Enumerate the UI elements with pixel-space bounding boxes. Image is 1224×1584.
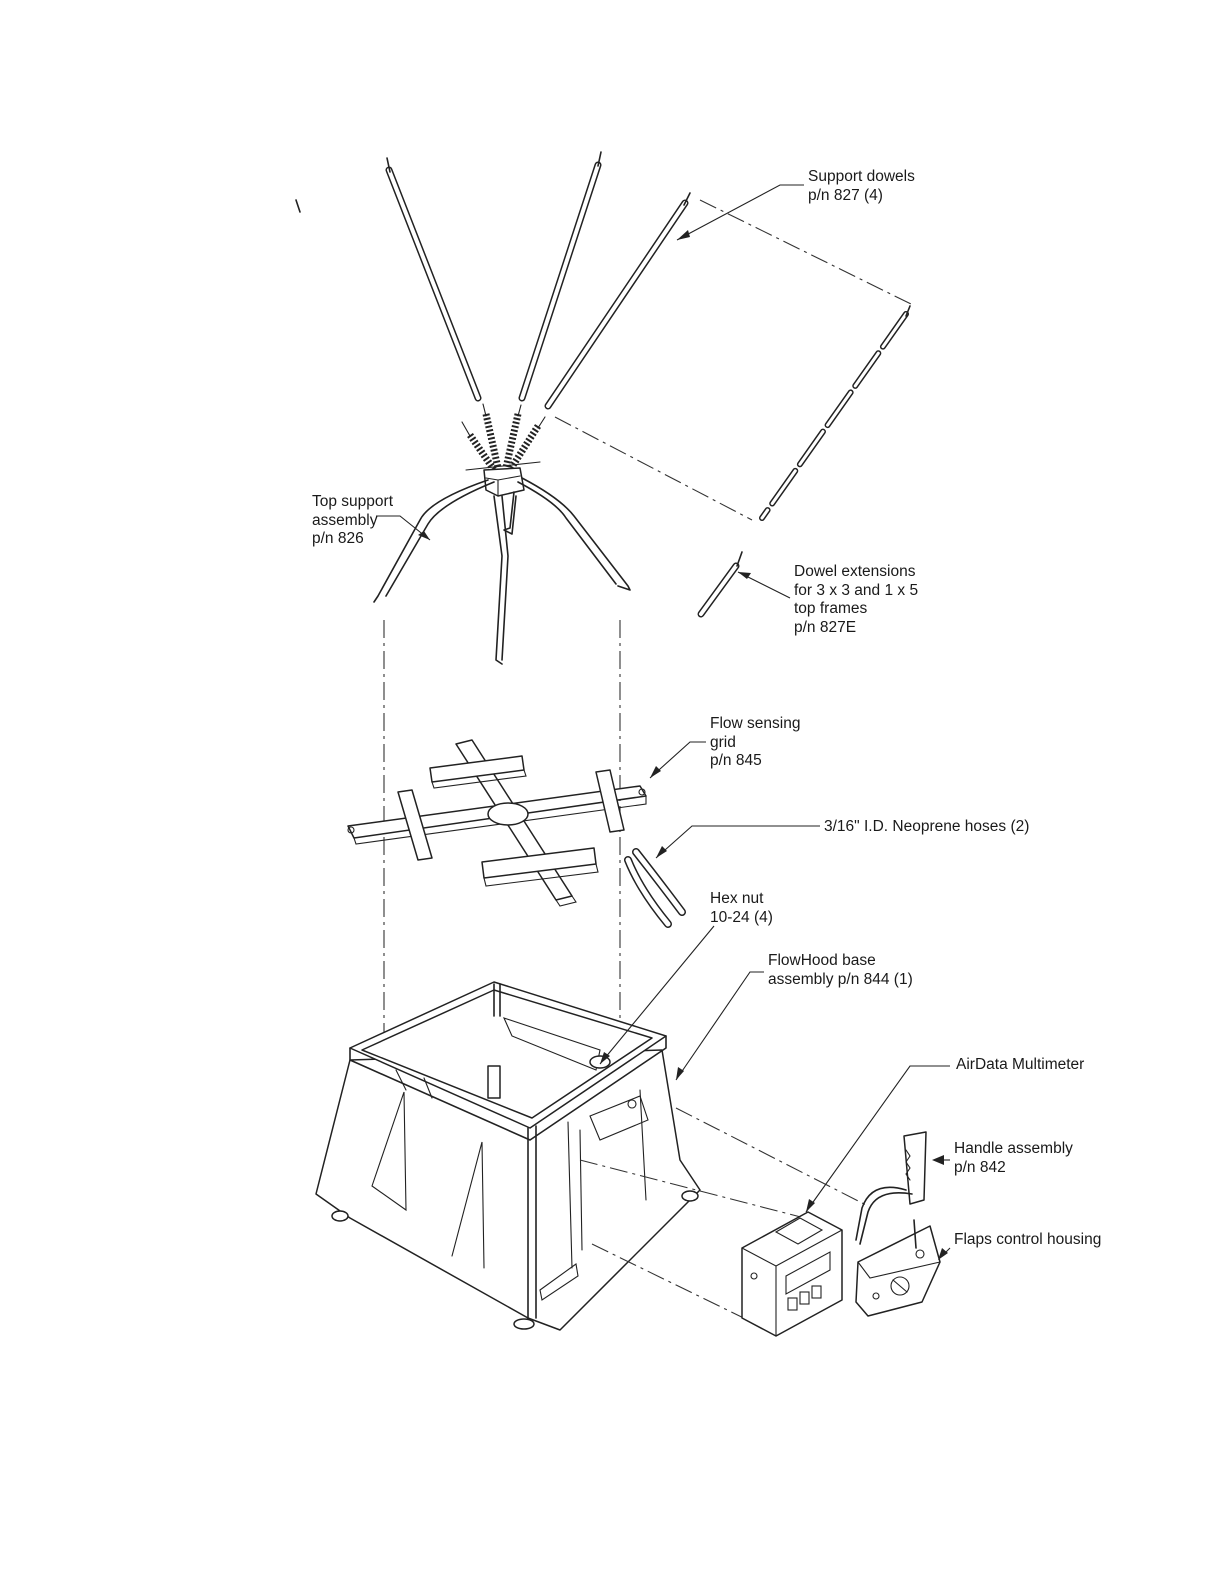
- label-flow-grid: Flow sensing grid p/n 845: [710, 715, 800, 771]
- alignment-line-housing: [676, 1108, 868, 1206]
- spring-connectors: [462, 404, 545, 470]
- label-hex-nut: Hex nut 10-24 (4): [710, 890, 773, 927]
- label-neoprene-hoses: 3/16" I.D. Neoprene hoses (2): [824, 818, 1029, 837]
- label-handle: Handle assembly p/n 842: [954, 1140, 1073, 1177]
- support-dowel-1: [296, 200, 448, 404]
- support-dowel-4: [548, 193, 690, 406]
- label-flaps-housing: Flaps control housing: [954, 1231, 1101, 1250]
- label-top-support: Top support assembly p/n 826: [312, 493, 393, 549]
- support-dowels: [296, 152, 690, 406]
- flow-sensing-grid: [348, 740, 646, 906]
- label-multimeter: AirData Multimeter: [956, 1056, 1084, 1075]
- flowhood-base-assembly: [316, 982, 700, 1330]
- airdata-multimeter: [742, 1212, 842, 1336]
- flaps-control-housing: [856, 1220, 940, 1316]
- neoprene-hoses: [628, 852, 682, 924]
- dowel-extension: [555, 200, 915, 614]
- handle-assembly: [856, 1132, 926, 1244]
- label-support-dowels: Support dowels p/n 827 (4): [808, 168, 915, 205]
- label-dowel-extensions: Dowel extensions for 3 x 3 and 1 x 5 top…: [794, 563, 918, 637]
- support-dowel-2: [387, 158, 478, 398]
- support-dowel-3: [522, 152, 601, 398]
- label-base-assembly: FlowHood base assembly p/n 844 (1): [768, 952, 913, 989]
- top-support-assembly: [374, 404, 630, 664]
